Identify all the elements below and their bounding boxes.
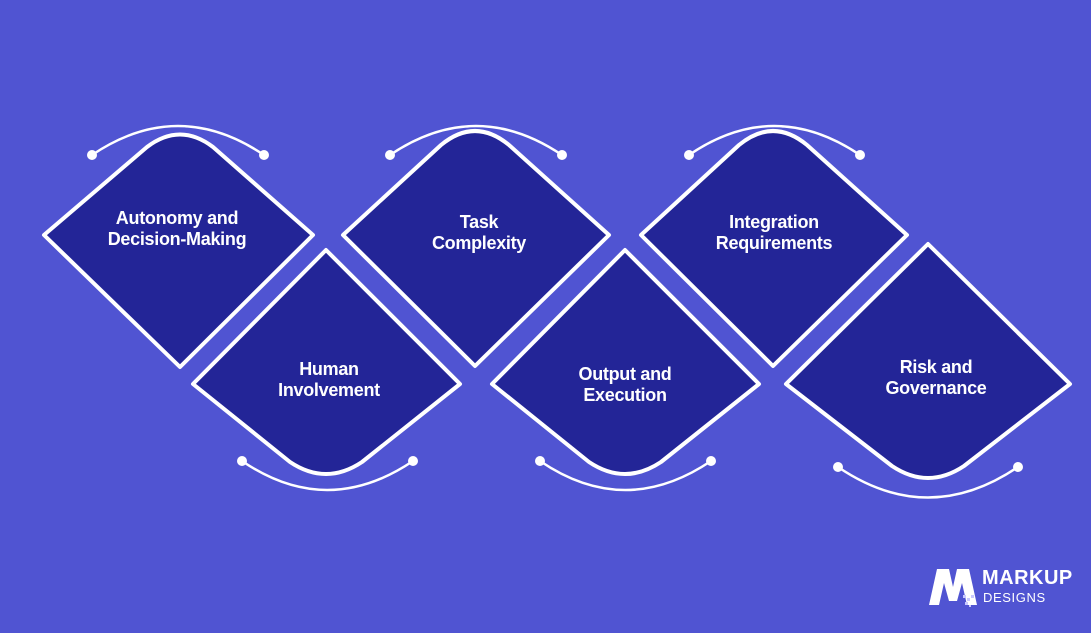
arc-dot: [385, 150, 395, 160]
label-line: Involvement: [278, 380, 380, 400]
arc-dot: [684, 150, 694, 160]
arc-risk-governance: [837, 465, 1019, 499]
label-line: Human: [299, 359, 359, 379]
arc-dot: [706, 456, 716, 466]
arc-dot: [855, 150, 865, 160]
shape-output-execution: [490, 248, 761, 476]
arc-integration: [688, 124, 861, 157]
arc-dot: [87, 150, 97, 160]
arc-output-execution: [539, 459, 712, 492]
arc-dot: [557, 150, 567, 160]
shape-risk-governance: [784, 242, 1072, 480]
label-risk-governance: Risk and Governance: [836, 357, 1036, 399]
label-output-execution: Output and Execution: [525, 364, 725, 406]
shape-task-complexity: [341, 129, 611, 368]
arc-dot: [408, 456, 418, 466]
arc-human-involvement: [241, 459, 414, 492]
shape-human-involvement: [191, 248, 462, 476]
label-line: Requirements: [715, 233, 833, 253]
label-line: Execution: [583, 385, 667, 405]
logo-subtitle: DESIGNS: [983, 590, 1046, 605]
arc-autonomy: [91, 124, 265, 157]
label-line: Decision-Making: [107, 229, 247, 249]
label-line: Complexity: [431, 233, 527, 253]
label-line: Risk and: [899, 357, 973, 377]
arc-dot: [1013, 462, 1023, 472]
label-line: Output and: [578, 364, 672, 384]
arc-dot: [535, 456, 545, 466]
label-line: Task: [459, 212, 499, 232]
label-line: Governance: [885, 378, 987, 398]
shape-autonomy: [42, 132, 315, 369]
label-task-complexity: Task Complexity: [379, 212, 579, 254]
arc-dot: [833, 462, 843, 472]
label-human-involvement: Human Involvement: [229, 359, 429, 401]
label-line: Integration: [729, 212, 819, 232]
arc-dot: [237, 456, 247, 466]
label-line: Autonomy and: [115, 208, 239, 228]
label-integration: Integration Requirements: [674, 212, 874, 254]
arc-dot: [259, 150, 269, 160]
label-autonomy: Autonomy and Decision-Making: [77, 208, 277, 250]
logo-m-icon: [929, 569, 977, 607]
brand-logo: MARKUP DESIGNS: [927, 565, 1077, 609]
arc-task-complexity: [389, 124, 563, 157]
shape-integration: [639, 129, 909, 368]
logo-name: MARKUP: [982, 567, 1073, 589]
